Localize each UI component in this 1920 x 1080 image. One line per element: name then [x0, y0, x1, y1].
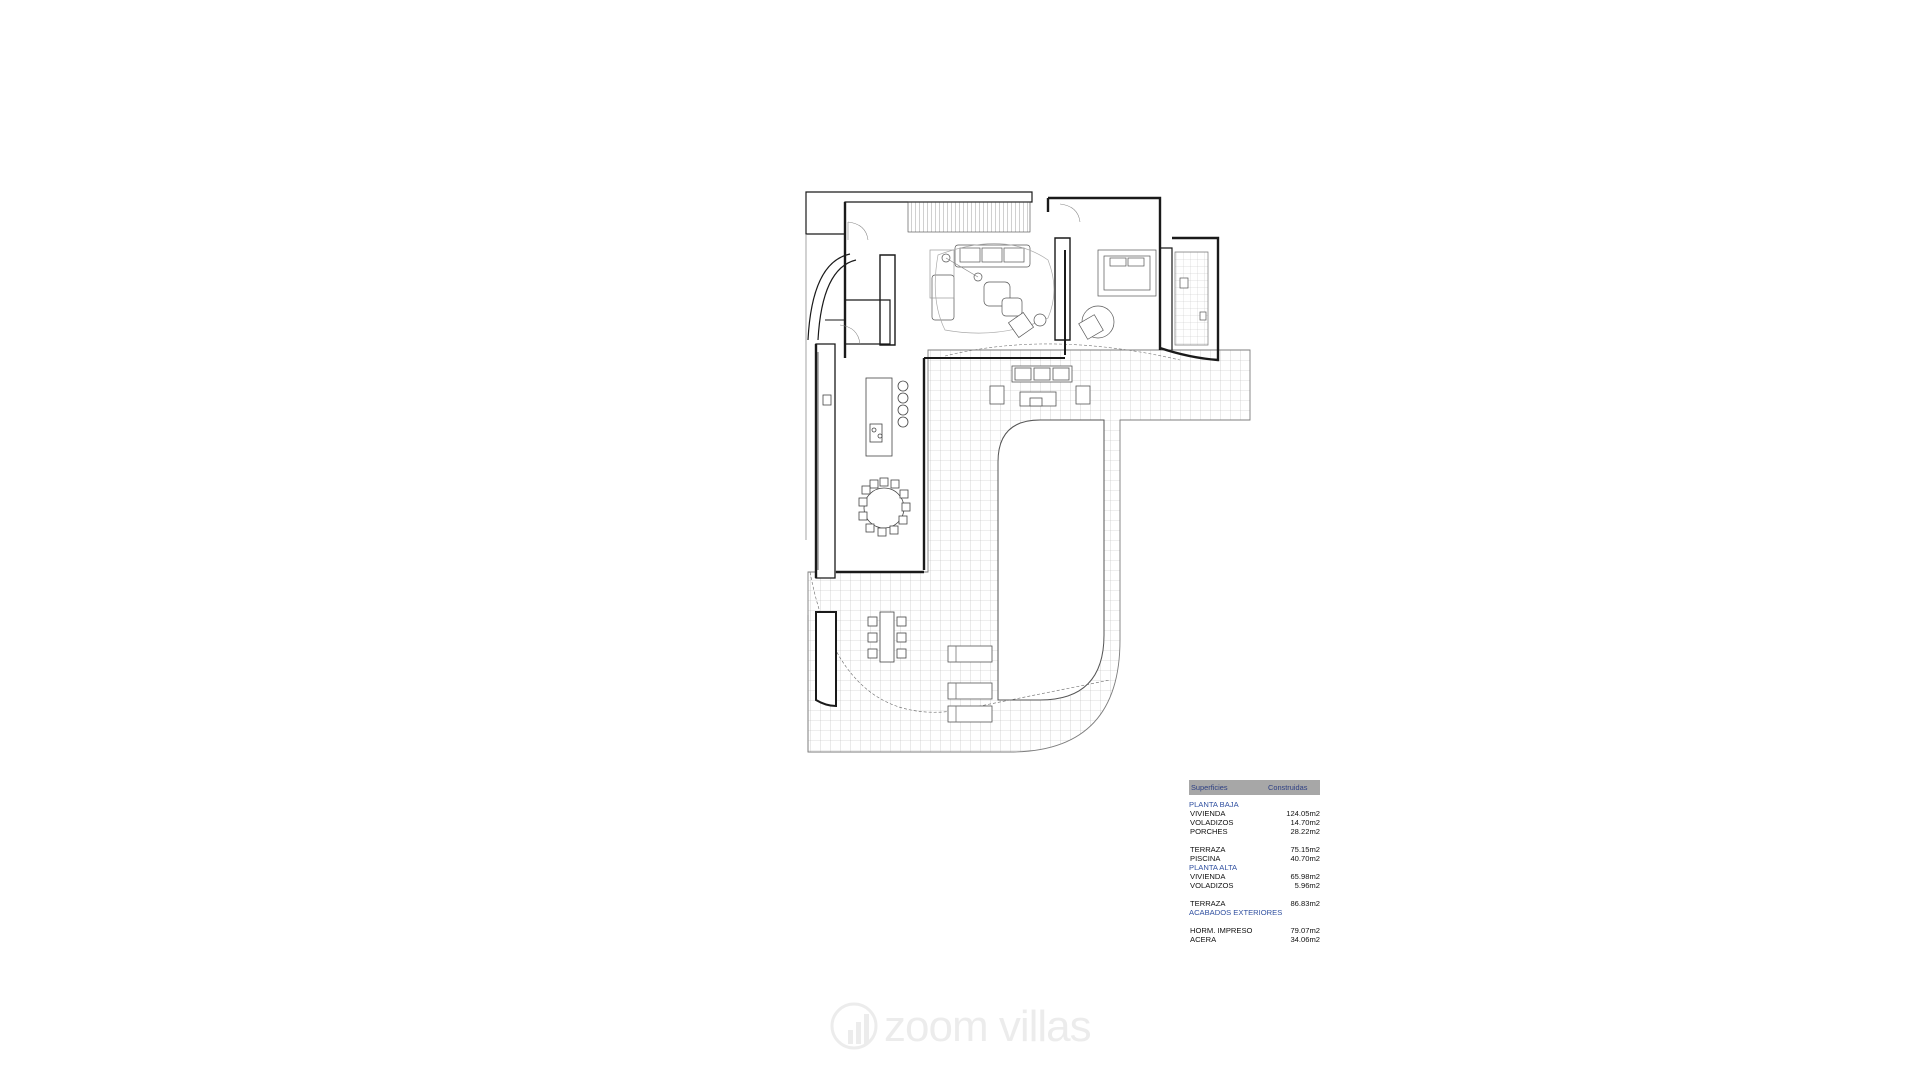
row-value: 34.06m2 [1290, 935, 1320, 944]
kitchen [817, 352, 909, 570]
row-label: ACERA [1190, 935, 1217, 944]
table-row: PORCHES 28.22m2 [1189, 827, 1320, 836]
watermark-logo: zoom villas [828, 998, 1118, 1058]
row-value: 28.22m2 [1290, 827, 1320, 836]
row-label: PORCHES [1190, 827, 1228, 836]
table-row: ACERA 34.06m2 [1189, 935, 1320, 944]
dining-table [858, 477, 911, 537]
row-value: 75.15m2 [1290, 845, 1320, 854]
building-walls [805, 191, 1220, 752]
row-label: PISCINA [1190, 854, 1221, 863]
bedroom-furniture [1078, 249, 1207, 340]
row-value: 14.70m2 [1290, 818, 1320, 827]
header-superficies: Superficies [1191, 783, 1228, 792]
header-construidas: Construidas [1268, 783, 1308, 792]
row-value: 65.98m2 [1290, 872, 1320, 881]
row-value: 124.05m2 [1286, 809, 1320, 818]
row-label: VOLADIZOS [1190, 818, 1234, 827]
table-row: PISCINA 40.70m2 [1189, 854, 1320, 863]
section-title-planta-baja: PLANTA BAJA [1189, 800, 1239, 809]
areas-table: Superficies Construidas PLANTA BAJA VIVI… [1189, 780, 1320, 944]
row-label: TERRAZA [1190, 845, 1226, 854]
porch-lounge [989, 365, 1091, 407]
row-label: VOLADIZOS [1190, 881, 1234, 890]
table-row: VIVIENDA 65.98m2 [1189, 872, 1320, 881]
table-row: VOLADIZOS 14.70m2 [1189, 818, 1320, 827]
living-furniture [929, 243, 1055, 339]
table-row: VOLADIZOS 5.96m2 [1189, 881, 1320, 890]
watermark-icon [830, 1002, 878, 1050]
outdoor-dining [867, 611, 907, 663]
table-row: HORM. IMPRESO 79.07m2 [1189, 926, 1320, 935]
staircase [907, 201, 1031, 233]
row-value: 5.96m2 [1294, 881, 1320, 890]
row-label: TERRAZA [1190, 899, 1226, 908]
table-row: TERRAZA 86.83m2 [1189, 899, 1320, 908]
areas-table-header: Superficies Construidas [1189, 780, 1320, 795]
row-value: 40.70m2 [1290, 854, 1320, 863]
row-value: 86.83m2 [1290, 899, 1320, 908]
row-label: VIVIENDA [1190, 872, 1226, 881]
watermark-text: zoom villas [884, 1002, 1092, 1051]
table-row: VIVIENDA 124.05m2 [1189, 809, 1320, 818]
section-title-acabados: ACABADOS EXTERIORES [1189, 908, 1283, 917]
row-label: HORM. IMPRESO [1190, 926, 1253, 935]
row-label: VIVIENDA [1190, 809, 1226, 818]
swimming-pool [997, 419, 1105, 701]
section-title-planta-alta: PLANTA ALTA [1189, 863, 1238, 872]
row-value: 79.07m2 [1290, 926, 1320, 935]
sun-loungers [947, 645, 993, 723]
table-row: TERRAZA 75.15m2 [1189, 845, 1320, 854]
